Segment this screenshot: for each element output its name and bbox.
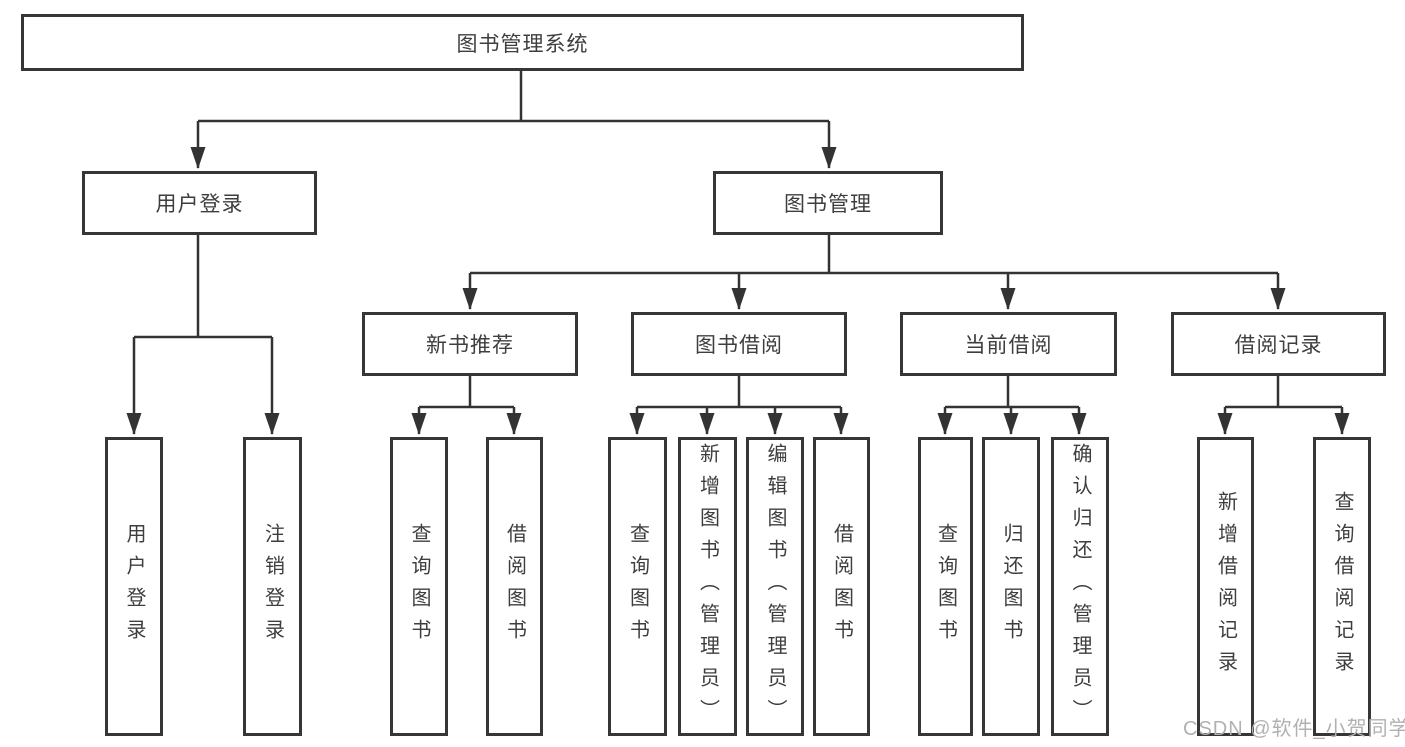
leaf-borrowing-add-books-admin-label: 新增图书（管理员） — [696, 442, 719, 731]
leaf-borrowing-edit-books-admin: 编辑图书（管理员） — [746, 437, 804, 736]
leaf-records-query-record-label: 查询借阅记录 — [1331, 490, 1353, 683]
leaf-user-login-label: 用户登录 — [123, 522, 145, 651]
leaf-borrowing-query-books-label: 查询图书 — [626, 522, 649, 651]
node-book-borrowing: 图书借阅 — [631, 312, 847, 376]
leaf-borrowing-edit-books-admin-label: 编辑图书（管理员） — [764, 442, 786, 731]
leaf-current-query-books-label: 查询图书 — [934, 522, 957, 651]
leaf-logout-label: 注销登录 — [261, 522, 284, 651]
leaf-borrowing-add-books-admin: 新增图书（管理员） — [678, 437, 737, 736]
leaf-current-confirm-return-admin: 确认归还（管理员） — [1051, 437, 1109, 736]
leaf-recommend-query-books-label: 查询图书 — [408, 522, 430, 651]
leaf-current-confirm-return-admin-label: 确认归还（管理员） — [1069, 442, 1091, 731]
leaf-current-return-books: 归还图书 — [982, 437, 1040, 736]
leaf-borrowing-borrow-books: 借阅图书 — [813, 437, 870, 736]
leaf-recommend-borrow-books: 借阅图书 — [486, 437, 543, 736]
leaf-records-add-record: 新增借阅记录 — [1197, 437, 1254, 736]
leaf-records-add-record-label: 新增借阅记录 — [1214, 490, 1237, 683]
leaf-records-query-record: 查询借阅记录 — [1313, 437, 1371, 736]
leaf-current-query-books: 查询图书 — [918, 437, 973, 736]
leaf-recommend-query-books: 查询图书 — [390, 437, 448, 736]
leaf-user-login: 用户登录 — [105, 437, 163, 736]
node-user-login: 用户登录 — [82, 171, 317, 235]
node-book-management: 图书管理 — [713, 171, 943, 235]
node-library-system: 图书管理系统 — [21, 14, 1024, 71]
leaf-recommend-borrow-books-label: 借阅图书 — [503, 522, 526, 651]
node-borrowing-records: 借阅记录 — [1171, 312, 1386, 376]
leaf-borrowing-borrow-books-label: 借阅图书 — [830, 522, 853, 651]
leaf-borrowing-query-books: 查询图书 — [608, 437, 667, 736]
leaf-current-return-books-label: 归还图书 — [1000, 522, 1022, 651]
watermark: CSDN @软件_小贺同学 — [1183, 718, 1405, 740]
node-current-borrowing: 当前借阅 — [900, 312, 1117, 376]
leaf-logout: 注销登录 — [243, 437, 302, 736]
node-new-book-recommend: 新书推荐 — [362, 312, 578, 376]
